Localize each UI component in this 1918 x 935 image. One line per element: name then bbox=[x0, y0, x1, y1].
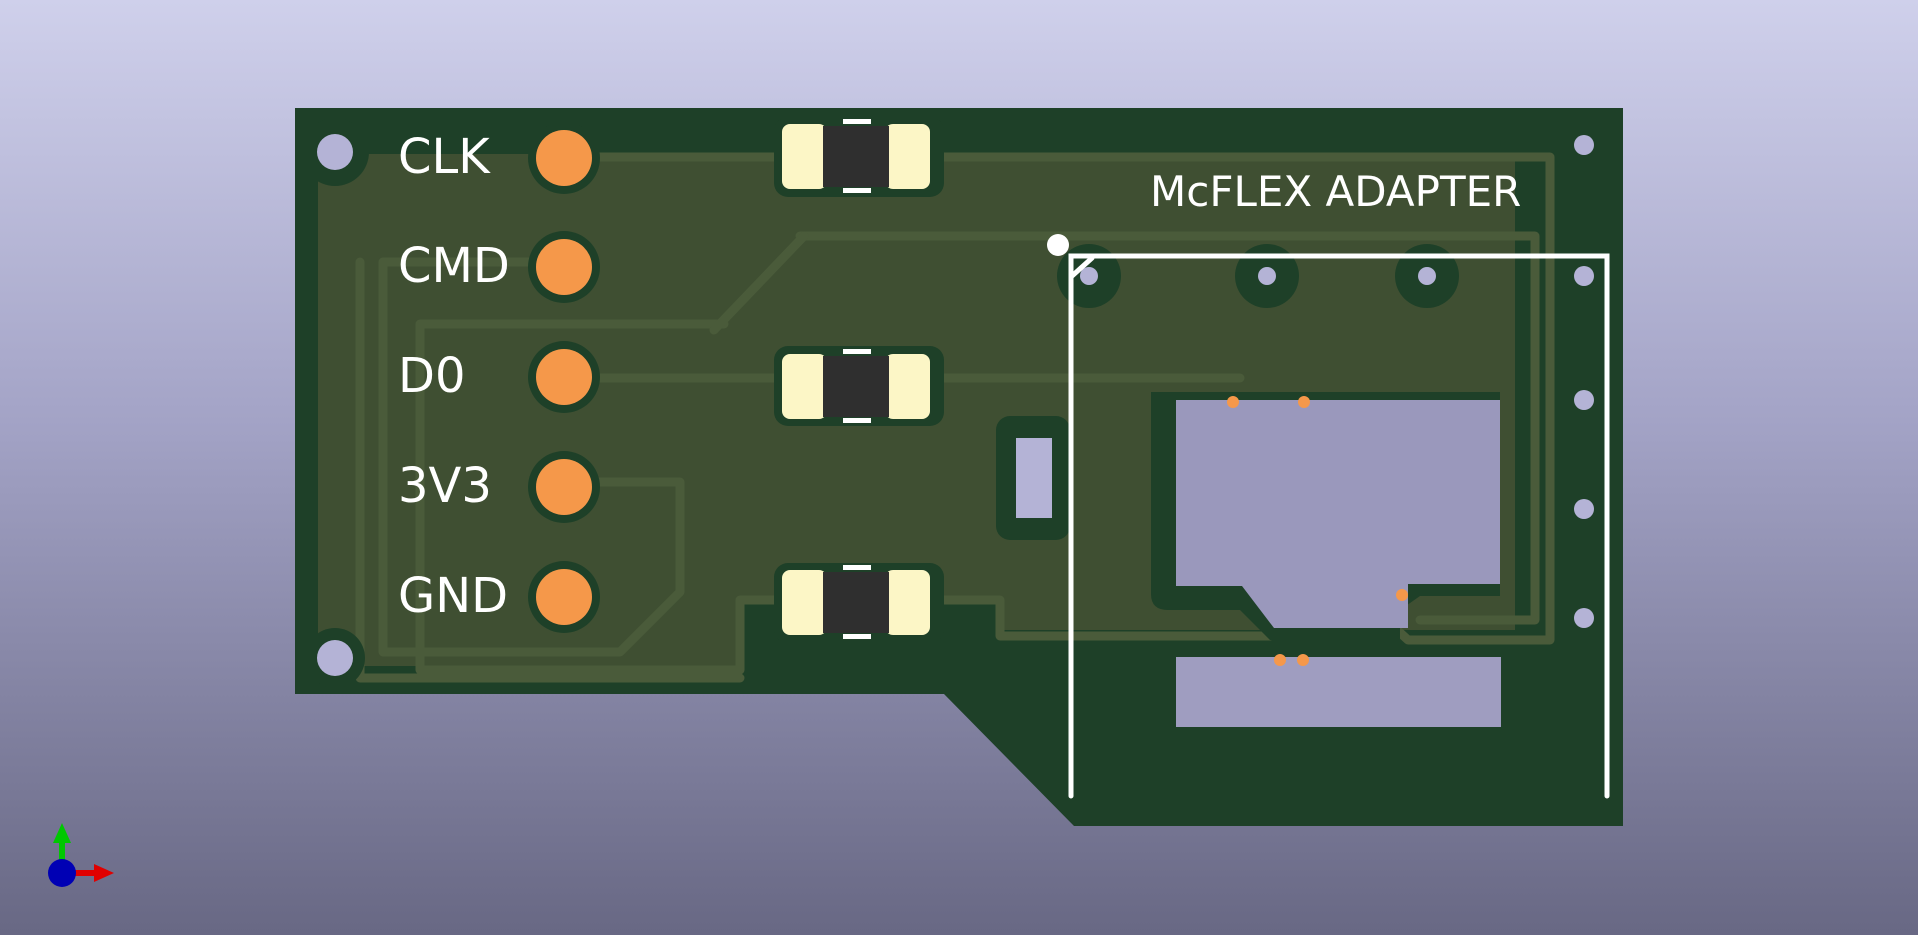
pad-d0[interactable] bbox=[536, 349, 592, 405]
pad-label-d0: D0 bbox=[398, 348, 466, 404]
axis-gizmo-icon bbox=[48, 823, 114, 887]
pad-row bbox=[528, 122, 600, 633]
copper-pour-top-band bbox=[810, 222, 1502, 388]
smd-resistor-r2[interactable] bbox=[774, 346, 944, 426]
pad-labels: CLK CMD D0 3V3 GND bbox=[398, 129, 510, 624]
copper-traces bbox=[355, 152, 1555, 683]
smd-resistor-r3[interactable] bbox=[774, 563, 944, 643]
pad-label-3v3: 3V3 bbox=[398, 458, 492, 514]
z-axis-dot-icon bbox=[48, 859, 76, 887]
pad-cmd[interactable] bbox=[536, 239, 592, 295]
mounting-holes bbox=[301, 118, 369, 688]
pad-3v3[interactable] bbox=[536, 459, 592, 515]
pad-label-gnd: GND bbox=[398, 568, 508, 624]
smd-resistor-r1[interactable] bbox=[774, 117, 944, 197]
pad-clk[interactable] bbox=[536, 130, 592, 186]
pad-label-clk: CLK bbox=[398, 129, 491, 185]
pad-gnd[interactable] bbox=[536, 569, 592, 625]
pad-label-cmd: CMD bbox=[398, 238, 510, 294]
board-slot bbox=[996, 416, 1070, 540]
connector-silkscreen-outline bbox=[1068, 253, 1610, 799]
x-axis-arrow-icon bbox=[94, 864, 114, 882]
edge-vias bbox=[1574, 135, 1594, 628]
y-axis-arrow-icon bbox=[53, 823, 71, 843]
board-silkscreen-title: McFLEX ADAPTER bbox=[1150, 167, 1521, 216]
board-cutouts bbox=[1151, 392, 1501, 727]
pin1-marker bbox=[1047, 234, 1069, 256]
fpc-contact-pads bbox=[1227, 396, 1408, 666]
